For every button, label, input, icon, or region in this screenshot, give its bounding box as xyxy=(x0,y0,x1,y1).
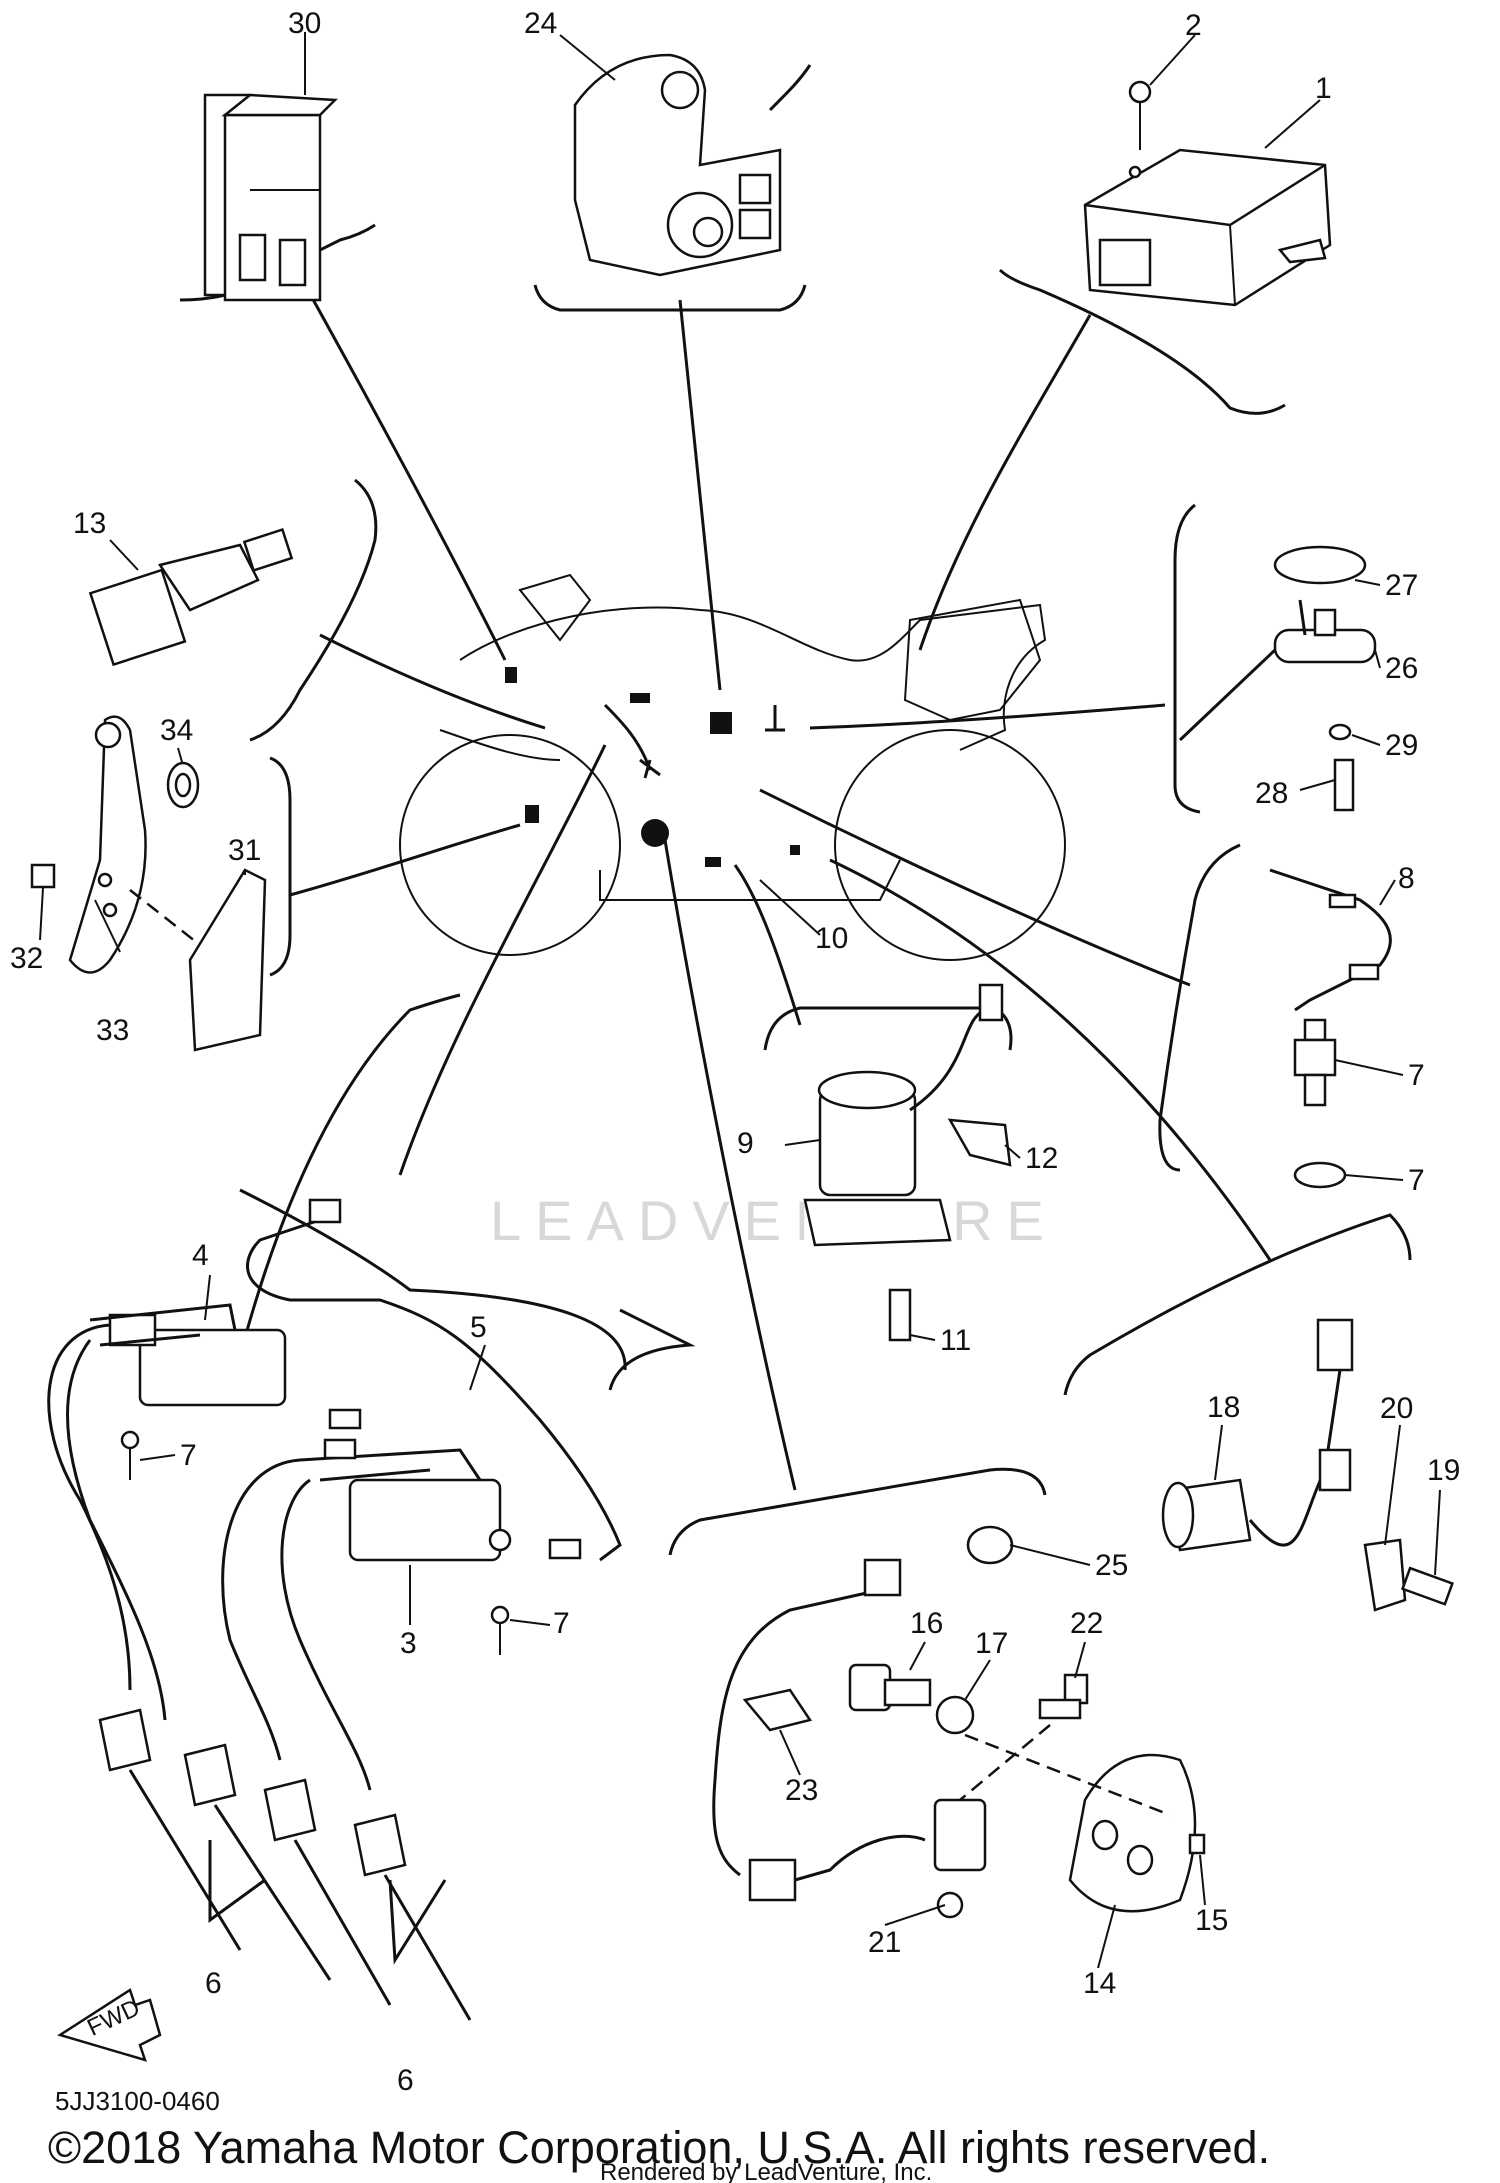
spark-plug-part-8 xyxy=(1293,1018,1337,1107)
callout-22: 20 xyxy=(1380,1392,1413,1425)
callout-26: 24 xyxy=(524,7,557,40)
leader-lines xyxy=(289,284,1272,1491)
callout-16: 14 xyxy=(1083,1967,1116,2000)
bolt-part-18 xyxy=(848,1663,932,1712)
callout-11: 9 xyxy=(737,1127,754,1160)
relay-part-32 xyxy=(203,93,338,302)
clamp-part-22 xyxy=(1363,1538,1407,1612)
callout-7a: 7 xyxy=(180,1439,197,1472)
callout-30: 28 xyxy=(1255,777,1288,810)
clip-part-27 xyxy=(966,1525,1014,1565)
callout-28: 26 xyxy=(1385,652,1418,685)
group-brackets xyxy=(179,223,1412,1556)
callout-18: 16 xyxy=(910,1607,943,1640)
washer-part-19 xyxy=(935,1695,975,1735)
callout-34: 32 xyxy=(10,942,43,975)
copyright-notice: ©2018 Yamaha Motor Corporation, U.S.A. A… xyxy=(48,2122,1270,2173)
sensor-part-20 xyxy=(1161,1318,1354,1552)
callout-9: 7 xyxy=(1408,1164,1425,1197)
part-30 xyxy=(1333,758,1355,812)
callout-17: 15 xyxy=(1195,1904,1228,1937)
callout-2: 2 xyxy=(1185,9,1202,42)
bolt-part-21 xyxy=(1400,1566,1454,1606)
wire-harness-part-5 xyxy=(246,1198,622,1562)
callout-7b: 7 xyxy=(553,1607,570,1640)
callout-labels: 30 24 2 1 13 27 26 34 29 28 31 8 10 32 3… xyxy=(10,7,1460,2097)
clamp-part-25 xyxy=(742,1688,813,1732)
ignition-coil-part-3 xyxy=(299,1448,512,1655)
callout-35: 33 xyxy=(96,1014,129,1047)
callout-24: 22 xyxy=(1070,1607,1103,1640)
callout-13: 11 xyxy=(940,1324,971,1357)
washer-part-36 xyxy=(166,761,200,809)
callout-4: 4 xyxy=(192,1239,209,1272)
callout-10: 8 xyxy=(1398,862,1415,895)
callout-6a: 6 xyxy=(205,1967,222,2000)
callout-8: 7 xyxy=(1408,1059,1425,1092)
plate-part-16 xyxy=(1068,1753,1197,1913)
part-31 xyxy=(1328,723,1352,741)
callout-6b: 6 xyxy=(397,2064,414,2097)
bracket-part-35 xyxy=(68,715,147,974)
callout-36: 34 xyxy=(160,714,193,747)
callout-5: 5 xyxy=(470,1311,487,1344)
callout-14: 12 xyxy=(1025,1142,1058,1175)
callout-21: 19 xyxy=(1427,1454,1460,1487)
bolt-part-34 xyxy=(30,863,56,889)
harness-part-23 xyxy=(712,1558,987,1919)
ignition-coil-part-4 xyxy=(89,1303,287,1480)
callout-12: 10 xyxy=(815,922,848,955)
callout-29: 27 xyxy=(1385,569,1418,602)
spark-plug-caps-part-6 xyxy=(47,1323,472,2021)
pin-part-17 xyxy=(1188,1833,1206,1855)
switch-part-26 xyxy=(573,53,812,277)
pad-part-33 xyxy=(188,868,267,1052)
sensor-part-15 xyxy=(88,527,294,667)
callout-1: 1 xyxy=(1315,72,1332,105)
terminal-part-14 xyxy=(947,1118,1012,1167)
gasket-part-9 xyxy=(1293,1161,1347,1189)
ecu-part-1 xyxy=(1083,148,1332,307)
motorcycle-outline xyxy=(399,573,1066,961)
solenoid-part-11 xyxy=(803,983,1004,1247)
label-leaders xyxy=(39,579,1441,1969)
bolt-part-24 xyxy=(1038,1673,1089,1720)
callout-33: 31 xyxy=(228,834,261,867)
screw-part-2 xyxy=(1128,80,1152,150)
fwd-arrow-icon: FWD xyxy=(57,1988,162,2062)
callout-31: 29 xyxy=(1385,729,1418,762)
watermark-text: LEADVENTURE xyxy=(490,1189,1058,1252)
callout-23: 21 xyxy=(868,1926,901,1959)
callout-3: 3 xyxy=(400,1627,417,1660)
rendered-by-note: Rendered by LeadVenture, Inc. xyxy=(600,2159,932,2183)
callout-25: 23 xyxy=(785,1774,818,1807)
callout-27: 25 xyxy=(1095,1549,1128,1582)
diagram-code: 5JJ3100-0460 xyxy=(55,2086,220,2116)
lead-part-10 xyxy=(1269,868,1392,1012)
callout-19: 17 xyxy=(975,1627,1008,1660)
part-28 xyxy=(1178,599,1377,742)
part-29 xyxy=(1273,545,1367,585)
callout-15: 13 xyxy=(73,507,106,540)
bolt-part-13 xyxy=(888,1288,912,1342)
callout-32: 30 xyxy=(288,7,321,40)
callout-20: 18 xyxy=(1207,1391,1240,1424)
